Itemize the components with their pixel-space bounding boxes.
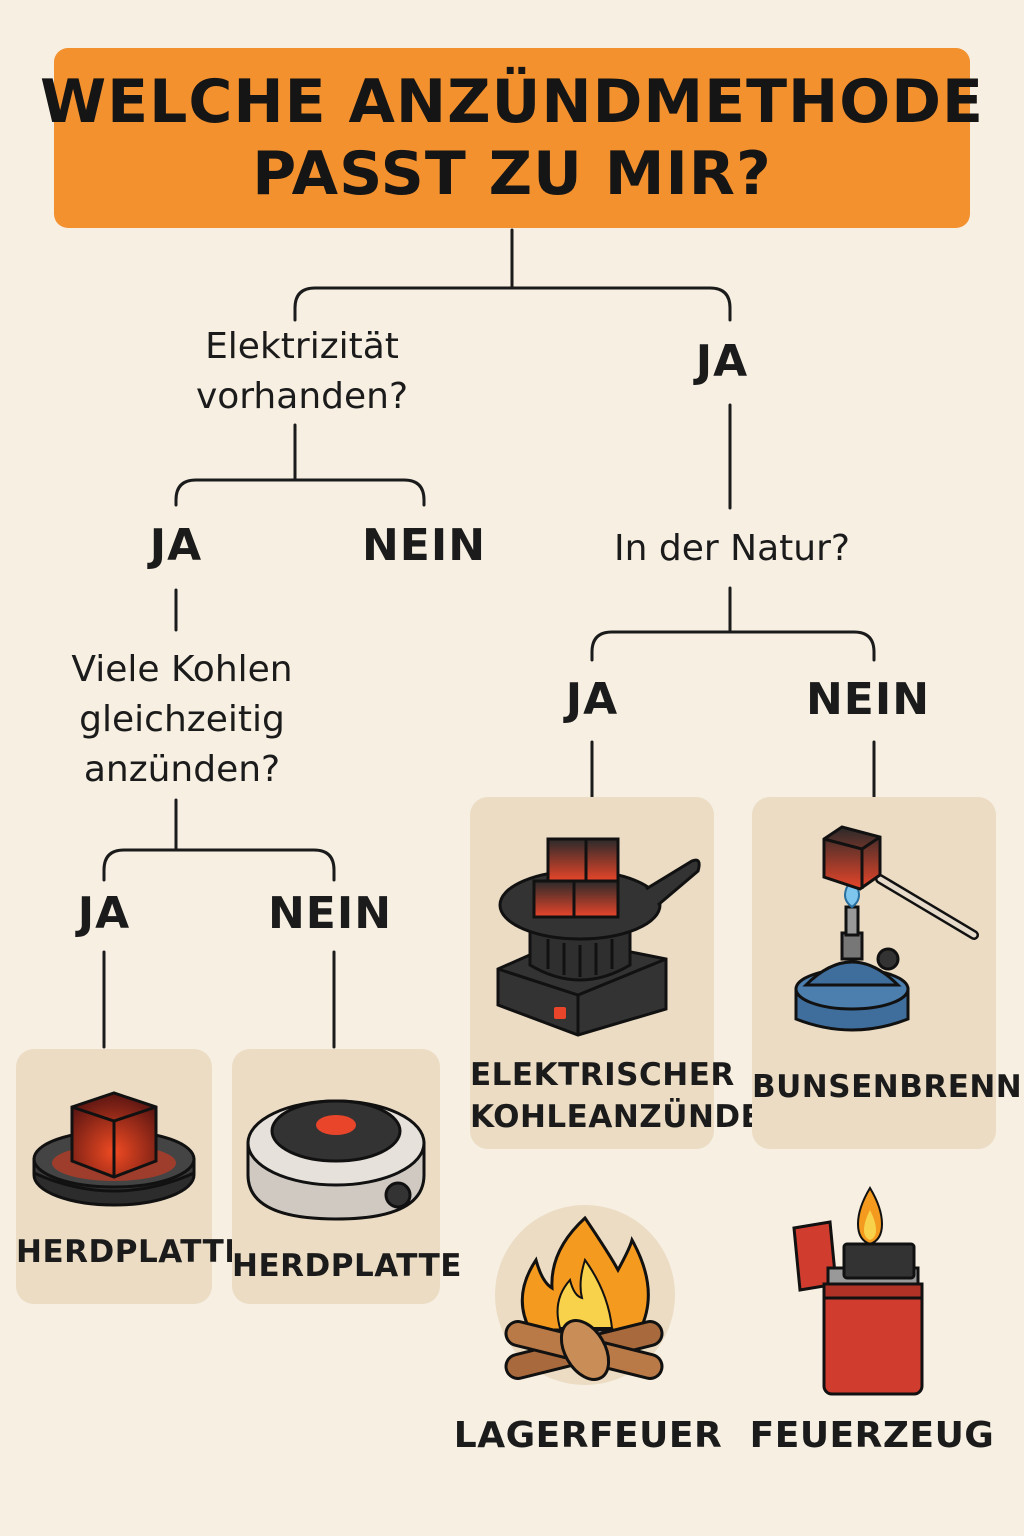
answer-many-yes: JA: [77, 888, 131, 939]
title-banner: WELCHE ANZÜNDMETHODE PASST ZU MIR?: [40, 48, 983, 228]
bunsen-burner-icon: [794, 825, 979, 1032]
result-card-electric-starter: ELEKTRISCHER KOHLEANZÜNDER: [470, 797, 787, 1149]
answer-right-top-yes: JA: [695, 336, 749, 387]
result-label-herdplatte-1: HERDPLATTE: [16, 1234, 246, 1270]
result-label-campfire: LAGERFEUER: [453, 1415, 723, 1456]
result-label-lighter: FEUERZEUG: [749, 1415, 995, 1456]
result-label-bunsen: BUNSENBRENNER: [752, 1069, 1024, 1105]
question-nature: In der Natur?: [614, 528, 850, 569]
answer-nature-no: NEIN: [805, 674, 931, 725]
coal-on-hotplate-icon: [32, 1091, 196, 1207]
result-card-herdplatte-2: HERDPLATTE: [232, 1049, 462, 1304]
question-electricity-line-1: Elektrizität: [205, 326, 399, 367]
answer-nature-yes: JA: [565, 674, 619, 725]
question-many-coals-line-3: anzünden?: [83, 749, 281, 790]
question-electricity-line-2: vorhanden?: [195, 376, 409, 417]
title-line-1: WELCHE ANZÜNDMETHODE: [39, 67, 985, 137]
lighter-icon: [792, 1186, 924, 1396]
answer-electricity-no: NEIN: [361, 520, 487, 571]
question-many-coals-line-2: gleichzeitig: [79, 699, 285, 740]
result-card-herdplatte-1: HERDPLATTE: [16, 1049, 246, 1304]
electric-hotplate-icon: [246, 1099, 426, 1221]
question-many-coals: Viele Kohlen gleichzeitig anzünden?: [71, 645, 292, 795]
question-electricity: Elektrizität vorhanden?: [196, 322, 408, 422]
result-label-electric-line-2: KOHLEANZÜNDER: [470, 1099, 787, 1135]
result-label-herdplatte-2: HERDPLATTE: [232, 1248, 462, 1284]
result-label-electric-line-1: ELEKTRISCHER: [470, 1057, 735, 1093]
result-card-bunsen: BUNSENBRENNER: [752, 797, 1024, 1149]
campfire-icon: [495, 1205, 675, 1385]
answer-electricity-yes: JA: [149, 520, 203, 571]
electric-coal-starter-icon: [496, 837, 701, 1037]
question-many-coals-line-1: Viele Kohlen: [71, 649, 293, 690]
title-line-2: PASST ZU MIR?: [252, 139, 772, 209]
answer-many-no: NEIN: [267, 888, 393, 939]
